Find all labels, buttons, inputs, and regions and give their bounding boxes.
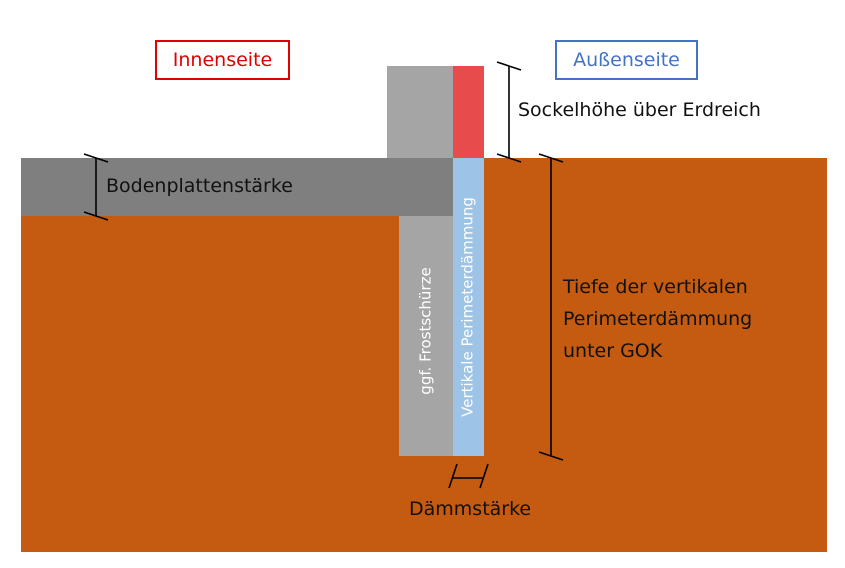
insulation-thickness-label: Dämmstärke bbox=[409, 498, 532, 520]
insulation-thickness-dimension bbox=[448, 463, 489, 489]
plinth-height-label: Sockelhöhe über Erdreich bbox=[518, 99, 761, 121]
insulation-depth-dimension bbox=[538, 153, 564, 461]
outside-label: Außenseite bbox=[555, 40, 698, 80]
vertical-perimeter-insulation bbox=[453, 158, 484, 456]
floor-slab bbox=[21, 158, 453, 216]
plinth-height-dimension bbox=[496, 61, 522, 163]
insulation-depth-label: Tiefe der vertikalen Perimeterdämmung un… bbox=[563, 276, 753, 362]
slab-thickness-label: Bodenplattenstärke bbox=[106, 175, 293, 197]
inside-label: Innenseite bbox=[155, 40, 290, 80]
frost-skirt bbox=[399, 216, 453, 456]
plinth-insulation bbox=[453, 66, 484, 158]
slab-thickness-dimension bbox=[83, 153, 109, 221]
wall-section bbox=[387, 66, 453, 158]
